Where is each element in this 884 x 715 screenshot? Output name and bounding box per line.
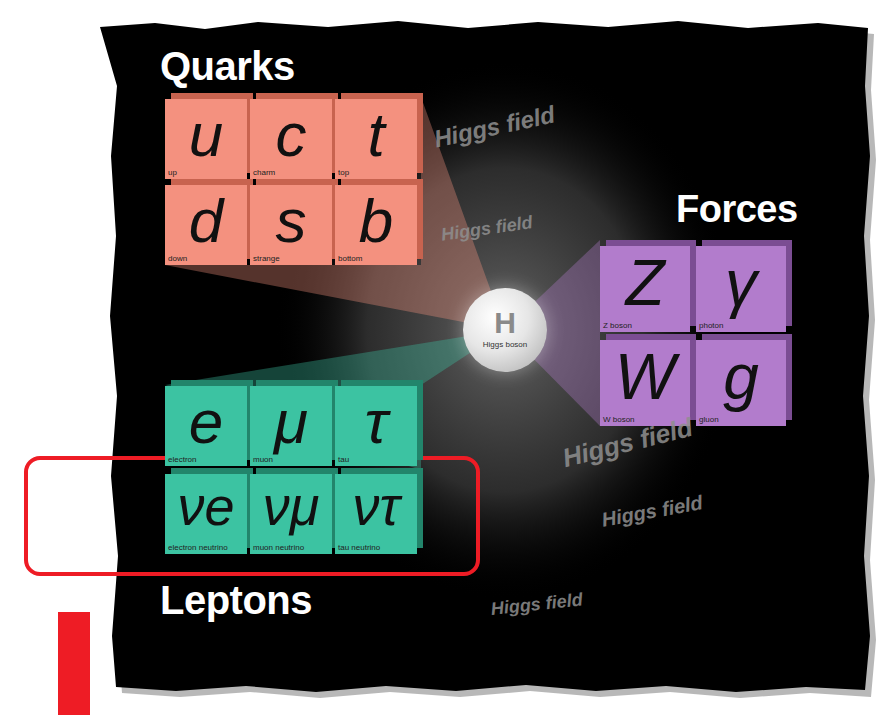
particle-symbol: νe [165, 474, 247, 533]
particle-symbol: Z [600, 246, 690, 315]
particle-name: charm [253, 169, 275, 177]
particle-box: W W boson [600, 340, 690, 426]
particle-name: Z boson [603, 322, 632, 330]
particle-box: g gluon [696, 340, 786, 426]
particle-name: tau neutrino [338, 544, 380, 552]
particle-symbol: H [463, 288, 547, 338]
particle-symbol: u [165, 99, 247, 166]
particle-symbol: e [165, 386, 247, 453]
particle-symbol: μ [250, 386, 332, 453]
particle-name: gluon [699, 416, 719, 424]
particle-box: u up [165, 99, 247, 179]
group-heading: Forces [676, 190, 798, 228]
particle-name: down [168, 255, 187, 263]
particle-name: Higgs boson [463, 341, 547, 349]
particle-box: s strange [250, 185, 332, 265]
particle-name: electron [168, 456, 196, 464]
particle-box: γ photon [696, 246, 786, 332]
particle-box: μ muon [250, 386, 332, 466]
particle-box: τ tau [335, 386, 417, 466]
particle-symbol: τ [335, 386, 417, 453]
red-marker-bar [58, 612, 90, 715]
particle-symbol: s [250, 185, 332, 252]
particle-box: νμ muon neutrino [250, 474, 332, 554]
particle-box: c charm [250, 99, 332, 179]
particle-box: ντ tau neutrino [335, 474, 417, 554]
torn-black-paper [100, 21, 870, 692]
particle-box: e electron [165, 386, 247, 466]
group-heading: Leptons [160, 580, 312, 620]
particle-symbol: b [335, 185, 417, 252]
higgs-field-glow [275, 60, 735, 600]
particle-name: up [168, 169, 177, 177]
particle-symbol: W [600, 340, 690, 409]
particle-name: muon neutrino [253, 544, 304, 552]
particle-name: W boson [603, 416, 635, 424]
particle-symbol: ντ [335, 474, 417, 533]
particle-symbol: νμ [250, 474, 332, 533]
particle-box: b bottom [335, 185, 417, 265]
particle-symbol: t [335, 99, 417, 166]
particle-box: νe electron neutrino [165, 474, 247, 554]
particle-name: electron neutrino [168, 544, 228, 552]
particle-name: muon [253, 456, 273, 464]
group-heading: Quarks [160, 46, 295, 86]
particle-name: photon [699, 322, 723, 330]
particle-symbol: d [165, 185, 247, 252]
particle-name: bottom [338, 255, 362, 263]
particle-box: Z Z boson [600, 246, 690, 332]
particle-box: d down [165, 185, 247, 265]
particle-name: tau [338, 456, 349, 464]
particle-symbol: γ [696, 246, 786, 315]
highlight-frame [26, 458, 478, 574]
higgs-sphere: H Higgs boson [463, 288, 547, 372]
particle-symbol: c [250, 99, 332, 166]
particle-symbol: g [696, 340, 786, 409]
particle-name: top [338, 169, 349, 177]
lepton-beam [165, 330, 505, 470]
particle-box: t top [335, 99, 417, 179]
particle-name: strange [253, 255, 280, 263]
